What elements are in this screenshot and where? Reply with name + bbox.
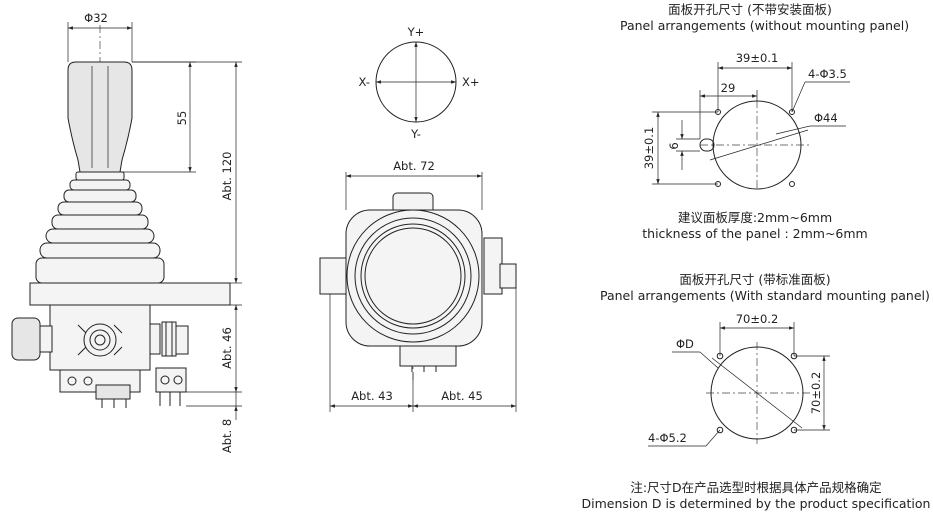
dim-39-side: 39±0.1	[642, 127, 656, 170]
thickness-cn: 建议面板厚度:2mm~6mm	[677, 210, 833, 225]
panel1-caption: 面板开孔尺寸 (不带安装面板) Panel arrangements (with…	[620, 2, 910, 34]
panel1-title-en: Panel arrangements (without mounting pan…	[620, 18, 910, 33]
dim-phi-d: ΦD	[676, 337, 694, 351]
dim-6: 6	[667, 142, 681, 149]
thickness-caption: 建议面板厚度:2mm~6mm thickness of the panel : …	[630, 210, 880, 242]
motion-axes-symbol: Y+ Y- X- X+	[359, 25, 480, 141]
dim-abt8: Abt. 8	[220, 419, 234, 453]
thickness-en: thickness of the panel : 2mm~6mm	[642, 226, 868, 241]
dim-abt72: Abt. 72	[393, 159, 435, 173]
mechanism-housing	[49, 304, 151, 371]
panel-cutout-2: 70±0.2 ΦD 70±0.2 4-Φ5.2	[648, 312, 830, 447]
dim-29: 29	[721, 81, 736, 95]
dim-4-phi5-2: 4-Φ5.2	[648, 431, 687, 445]
dim-phi32: Φ32	[84, 11, 108, 25]
panel2-title-en: Panel arrangements (With standard mounti…	[600, 288, 930, 303]
dim-70-side: 70±0.2	[809, 372, 823, 415]
rubber-boot	[35, 171, 165, 284]
label-x-plus: X+	[462, 75, 480, 89]
dim-39-top: 39±0.1	[736, 51, 779, 65]
panel-cutout-1: 39±0.1 29 4-Φ3.5 Φ44 39±0.1 6	[642, 51, 850, 190]
adjust-knob	[11, 317, 41, 361]
dim-4-phi3-5: 4-Φ3.5	[808, 67, 847, 81]
micro-switch-stack	[149, 321, 189, 406]
panel1-title-cn: 面板开孔尺寸 (不带安装面板)	[668, 2, 832, 17]
dim-phi44: Φ44	[814, 111, 838, 125]
dim-abt45: Abt. 45	[441, 389, 483, 403]
label-y-minus: Y-	[410, 127, 421, 141]
side-view: Φ32 55 Abt. 120 Abt. 46 Abt. 8	[11, 11, 242, 453]
panel2-caption: 面板开孔尺寸 (带标准面板) Panel arrangements (With …	[600, 272, 930, 304]
note-cn: 注:尺寸D在产品选型时根据具体产品规格确定	[630, 480, 882, 495]
dim-abt120: Abt. 120	[220, 152, 234, 201]
dim-55: 55	[175, 111, 189, 126]
note-en: Dimension D is determined by the product…	[581, 496, 931, 511]
dim-70-top: 70±0.2	[736, 312, 779, 326]
note-caption: 注:尺寸D在产品选型时根据具体产品规格确定 Dimension D is det…	[580, 480, 932, 512]
dim-abt43: Abt. 43	[351, 389, 393, 403]
panel2-title-cn: 面板开孔尺寸 (带标准面板)	[679, 272, 831, 287]
mounting-flange	[29, 282, 231, 306]
label-x-minus: X-	[359, 75, 370, 89]
joystick-handle	[67, 61, 133, 173]
dim-abt46: Abt. 46	[220, 327, 234, 369]
label-y-plus: Y+	[407, 25, 425, 39]
top-view: Abt. 72 Abt. 43 Abt. 45	[319, 159, 517, 412]
